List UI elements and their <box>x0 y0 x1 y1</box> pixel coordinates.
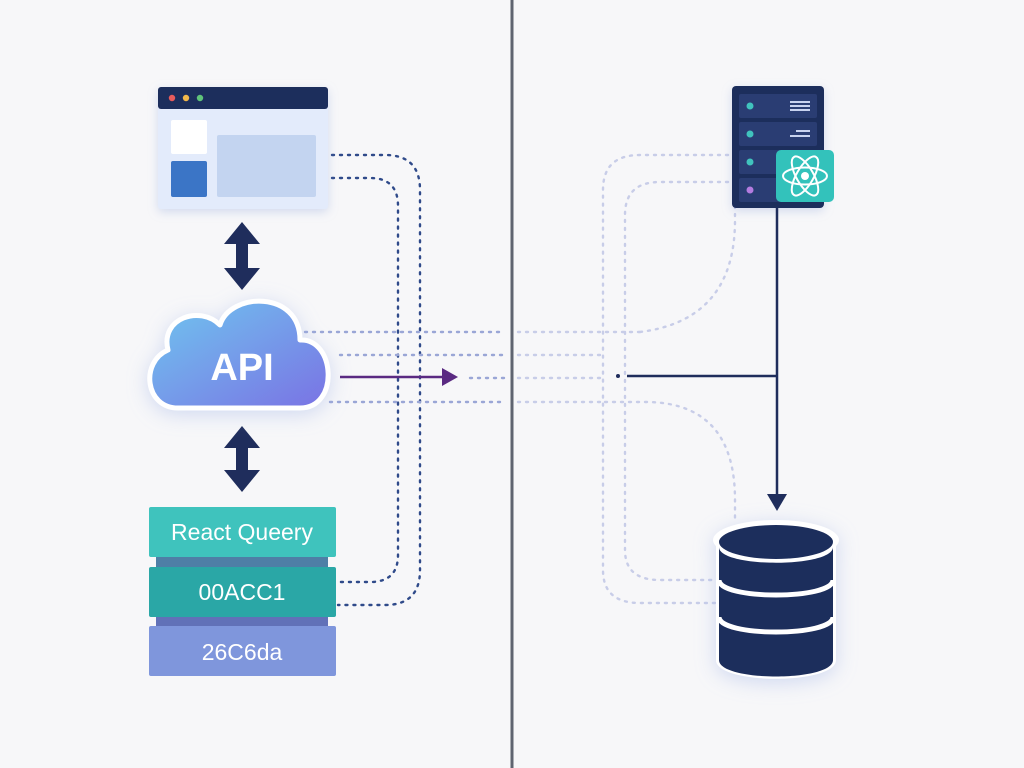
left-dotted-connectors <box>330 153 422 607</box>
database-icon <box>713 520 839 679</box>
stack-top-label: React Queery <box>171 519 313 545</box>
stack-bottom-block <box>149 626 336 676</box>
database-arrowhead <box>767 494 787 511</box>
browser-window-icon <box>158 87 328 209</box>
server-database-connector <box>627 208 779 496</box>
cloud-icon <box>147 298 331 411</box>
right-dotted-connectors <box>516 153 737 605</box>
stack-middle-label: 00ACC1 <box>199 579 286 605</box>
stack-middle-block <box>149 567 336 617</box>
stack-bottom-label: 26C6da <box>202 639 283 665</box>
stack-top-block <box>149 507 336 557</box>
connector-node-dot <box>616 374 620 378</box>
browser-api-double-arrow <box>224 222 260 290</box>
query-stack <box>149 507 336 676</box>
api-stack-double-arrow <box>224 426 260 492</box>
api-outgoing-arrowhead <box>442 368 458 386</box>
react-atom-icon <box>776 150 834 202</box>
api-dotted-links <box>303 330 507 404</box>
api-label: API <box>210 347 273 389</box>
